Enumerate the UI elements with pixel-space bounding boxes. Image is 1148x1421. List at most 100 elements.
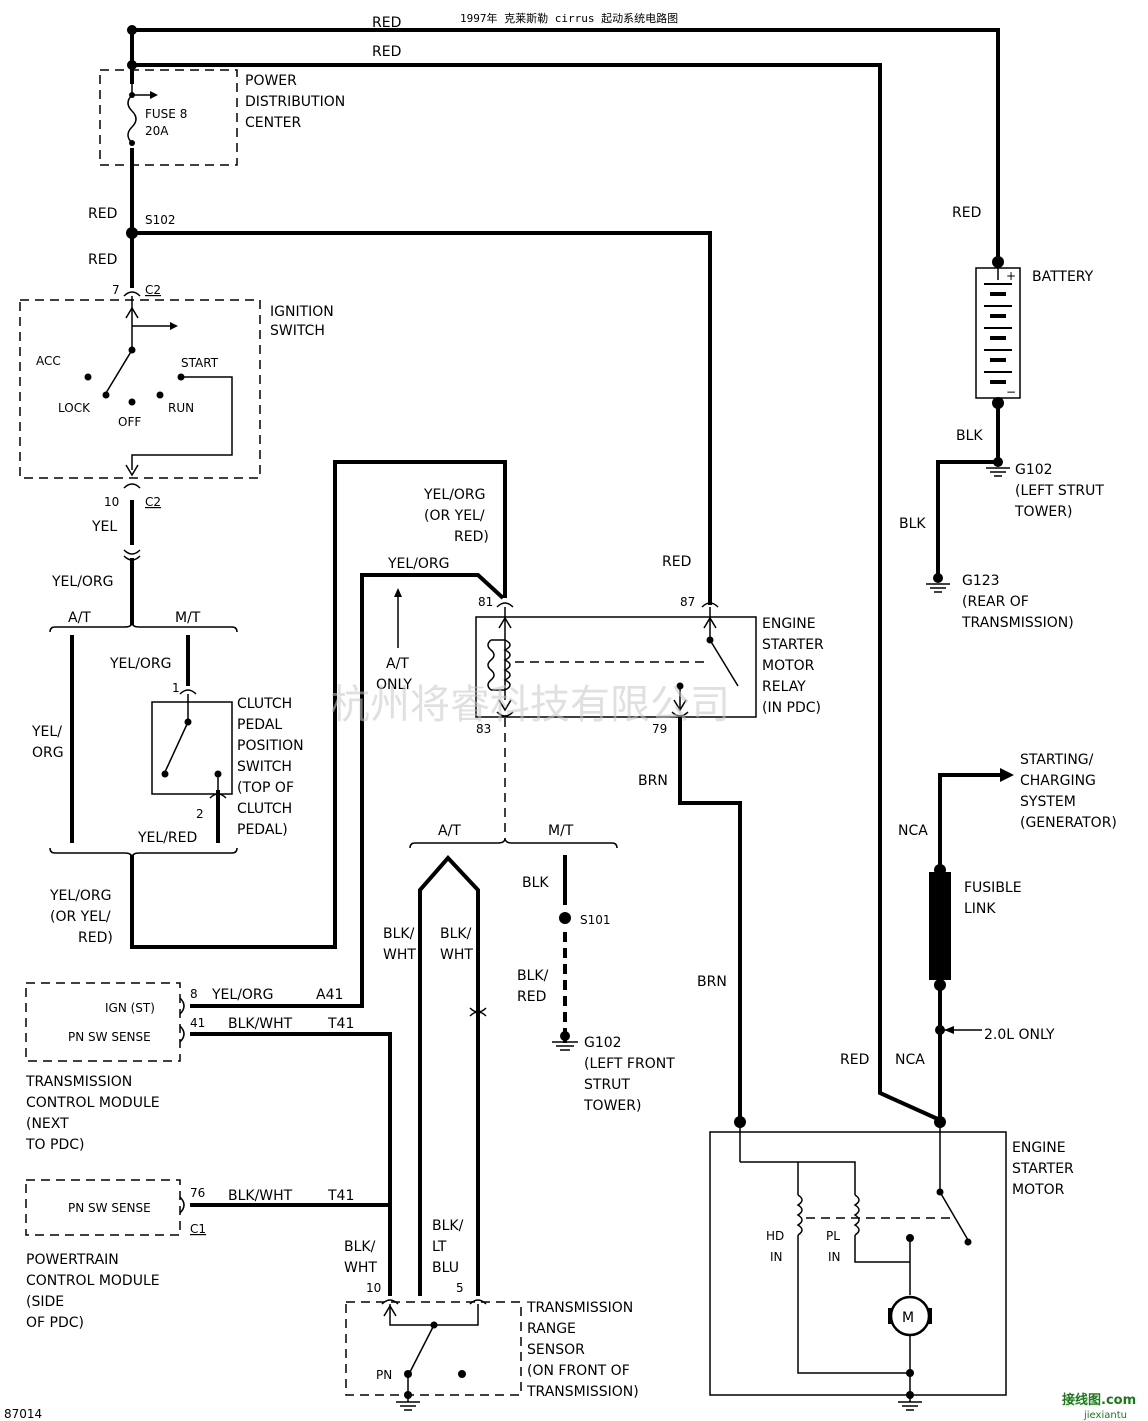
pos-run: RUN [168,401,194,415]
connector-clutch-2 [209,793,227,799]
at-only-arrow-icon [394,588,402,597]
wire-label-blk-g123: BLK [899,516,926,532]
connector-c2-top [123,291,141,297]
tcm-name: TRANSMISSION CONTROL MODULE (NEXT TO PDC… [25,1074,164,1153]
fuse-label: FUSE 8 20A [145,107,191,138]
relay-87-arrow [703,616,717,629]
inline-connector-blk-wht [469,1007,487,1017]
wire-label-blk-wht-right: BLK/ WHT [440,926,476,963]
starter-motor-label: ENGINE STARTER MOTOR [1012,1140,1078,1198]
wire-label-yel-org-tcm: YEL/ORG [211,987,274,1003]
hd-winding [796,1194,803,1236]
ign-arrow-down [125,464,139,477]
pl-to-motor [854,1235,910,1263]
ign-acc-contact [84,373,92,381]
relay-coil [503,639,511,691]
wire-label-brn-1: BRN [638,773,668,789]
branch-bracket-top [49,621,238,633]
starting-charging-label: STARTING/ CHARGING SYSTEM (GENERATOR) [1020,752,1117,831]
pos-off: OFF [118,415,141,429]
battery-plus-sign: + [1006,269,1016,283]
pcm-name: POWERTRAIN CONTROL MODULE (SIDE OF PDC) [26,1252,164,1331]
ign-off-contact [128,398,136,406]
pl-in-label: PL IN [826,1229,844,1264]
pin-trs-10: 10 [366,1281,381,1295]
branch-bracket-bottom [49,847,238,859]
wire-label-red-s102-below: RED [88,252,117,268]
ign-run-contact [156,391,164,399]
fuse-terminal-bottom [129,140,135,146]
fuse-element [127,94,137,144]
clutch-contact-left [161,770,169,778]
ignition-switch-box [19,299,261,479]
ign-start-path [131,376,233,470]
pin-relay-81: 81 [478,595,493,609]
wire-label-yel-org-relay: YEL/ORG (OR YEL/ RED) [423,487,490,545]
pin-c2-7: 7 [112,283,120,297]
diagram-title: 1997年 克莱斯勒 cirrus 起动系统电路图 [460,11,678,25]
trs-other-contact [458,1370,466,1378]
splice-top [127,25,137,35]
wire-label-yel-org-at: YEL/ORG [387,556,450,572]
branch-mt-2: M/T [548,823,574,839]
tcm-connector-icon [179,997,185,1043]
clutch-label: CLUTCH PEDAL POSITION SWITCH (TOP OF CLU… [237,696,308,838]
wire-label-nca-bottom: NCA [895,1052,925,1068]
battery-minus-sign: − [1006,385,1016,399]
clutch-switch-box [151,701,233,795]
g102-bottom-label: G102 (LEFT FRONT STRUT TOWER) [583,1035,679,1114]
connector-relay-87 [701,602,719,608]
clutch-blade [164,721,189,773]
motor-brush-left [888,1308,892,1324]
wire-label-yel-org-split: YEL/ORG [51,574,114,590]
branch-mt-1: M/T [175,610,201,626]
connector-relay-83 [496,711,514,717]
g102-node [993,457,1003,467]
connector-relay-79 [671,711,689,717]
wire-label-red-relay: RED [662,554,691,570]
connector-relay-81 [496,602,514,608]
pin-tcm-8: 8 [190,987,198,1001]
pos-pn: PN [376,1368,392,1382]
hd-ground-path [797,1235,910,1374]
pos-lock: LOCK [58,401,91,415]
pin-clutch-1: 1 [172,681,180,695]
fusible-link-label: FUSIBLE LINK [964,880,1026,917]
wire-label-nca-top: NCA [898,823,928,839]
trs-blade [409,1324,435,1373]
hd-in-label: HD IN [766,1229,788,1264]
pcm-connector-icon [179,1196,185,1214]
splice-fuse-in [127,60,137,70]
pcm-box [25,1179,181,1236]
branch-bracket-relay [409,837,618,849]
wire-label-red-top2: RED [372,44,401,60]
wire-label-red-top1: RED [372,15,401,31]
pin-clutch-2: 2 [196,807,204,821]
battery-case [975,267,1021,399]
starter-motor-box [709,1131,1007,1396]
motor-pl-feed [740,1161,856,1195]
trs-arrows [383,1304,397,1317]
circuit-t41-pcm: T41 [327,1188,354,1204]
ign-lock-contact [102,391,110,399]
wire-label-blk-red: BLK/ RED [517,968,553,1005]
connector-label-c2-top: C2 [145,283,161,297]
watermark-text: 杭州将睿科技有限公司 [330,682,730,728]
tcm-box [25,982,181,1062]
wire-at-loop [418,855,480,1296]
wire-yel-org-relay [130,460,507,949]
connector-label-c2-bottom: C2 [145,495,161,509]
figure-code: 87014 [4,1407,42,1421]
pdc-label: POWER DISTRIBUTION CENTER [245,73,350,131]
tcm-ign-label: IGN (ST) [105,1001,155,1015]
red-wire-s102-relay [132,231,712,605]
circuit-a41: A41 [316,987,343,1003]
red-wire-top [132,28,1000,262]
pin-tcm-41: 41 [190,1016,205,1030]
trs-label: TRANSMISSION RANGE SENSOR (ON FRONT OF T… [526,1300,639,1400]
g102-top-label: G102 (LEFT STRUT TOWER) [1014,462,1108,520]
fuse-arrow-icon [150,91,158,99]
ign-arrow-icon [170,322,178,330]
ignition-label: IGNITION SWITCH [270,304,338,339]
